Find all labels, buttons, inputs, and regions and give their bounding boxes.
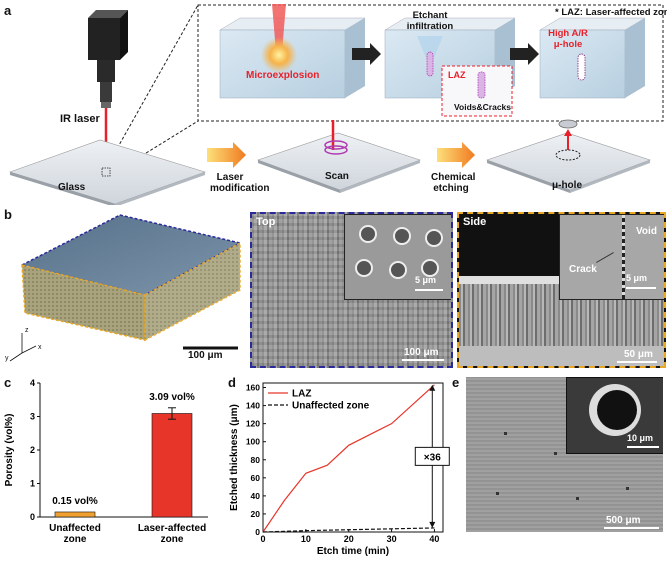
side-inset: 5 μm — [559, 214, 664, 300]
legend-label-2: Unaffected zone — [292, 401, 370, 412]
panel-label-a: a — [4, 3, 12, 18]
axis-x-label: x — [38, 344, 42, 351]
line-x-tick-label: 30 — [387, 534, 397, 544]
block-high-ar — [539, 17, 646, 99]
top-inset: 5 μm — [344, 214, 451, 300]
panel-b-3d-block — [9, 214, 243, 362]
line-y-tick-label: 20 — [251, 509, 261, 519]
panel-label-d: d — [228, 375, 236, 390]
line-series-1 — [262, 384, 435, 533]
panel-e-inset: 10 μm — [566, 377, 663, 454]
ir-laser-label: IR laser — [60, 113, 100, 125]
line-y-tick-label: 80 — [251, 455, 261, 465]
axis-z-label: z — [25, 327, 29, 334]
panel-label-c: c — [4, 375, 12, 390]
line-x-tick-label: 20 — [344, 534, 354, 544]
top-scale-label: 100 μm — [404, 347, 439, 358]
line-y-tick-label: 40 — [251, 491, 261, 501]
top-inset-scale: 5 μm — [415, 275, 437, 285]
bar-2 — [151, 413, 193, 518]
bar-y-tick-label: 4 — [30, 378, 35, 388]
arrow-laser-modification — [207, 142, 246, 168]
panel-e-inset-scale: 10 μm — [627, 433, 654, 443]
bar-value-label-2: 3.09 vol% — [149, 392, 195, 403]
line-x-tick-label: 10 — [301, 534, 311, 544]
top-sem-image: 5 μm Top 100 μm — [250, 212, 453, 368]
glass-plate-hole — [486, 132, 651, 193]
bar-value-label-1: 0.15 vol% — [52, 496, 98, 507]
laz-label: LAZ — [448, 70, 466, 80]
line-y-tick-label: 0 — [255, 527, 260, 537]
ir-laser-device — [88, 10, 128, 108]
scan-label: Scan — [325, 171, 349, 182]
line-y-tick-label: 120 — [246, 419, 260, 429]
bar-category-label: Laser-affected — [138, 523, 206, 534]
annotation-box — [414, 446, 450, 466]
laz-note: * LAZ: Laser-affected zone — [555, 7, 667, 18]
bar-category-label: zone — [161, 534, 184, 545]
bar-y-tick-label: 2 — [30, 445, 35, 455]
line-y-tick-label: 60 — [251, 473, 261, 483]
arrow-top-2 — [510, 43, 539, 65]
bar-category-label: zone — [64, 534, 87, 545]
side-sem-image: 5 μm Side Void Crack 50 μm — [457, 212, 666, 368]
line-series-2 — [262, 527, 435, 533]
void-label: Void — [636, 226, 657, 237]
axis-y-label: y — [5, 355, 9, 362]
panel-label-e: e — [452, 375, 460, 390]
panel-e-image: 10 μm 500 μm — [466, 377, 663, 532]
glass-label: Glass — [58, 182, 86, 193]
bar-category-label: Unaffected — [49, 523, 101, 534]
panel-label-b: b — [4, 207, 12, 222]
bar-y-tick-label: 3 — [30, 412, 35, 422]
line-x-tick-label: 40 — [429, 534, 439, 544]
microexplosion-label: Microexplosion — [246, 70, 320, 81]
side-inset-scale: 5 μm — [626, 273, 648, 283]
laz-inset-box — [441, 65, 513, 117]
glass-plate-scan — [257, 132, 421, 193]
panel-e-scale: 500 μm — [606, 515, 641, 526]
mu-hole-label: μ-hole — [552, 180, 583, 191]
bar-y-tick-label: 1 — [30, 479, 35, 489]
annotation-label: ×36 — [424, 452, 441, 463]
side-scale-label: 50 μm — [624, 349, 653, 360]
scale-3d-label: 100 μm — [188, 350, 223, 361]
bar-y-axis-label: Porosity (vol%) — [4, 414, 15, 487]
crack-label: Crack — [569, 264, 597, 275]
line-x-tick-label: 0 — [260, 534, 265, 544]
line-y-tick-label: 160 — [246, 383, 260, 393]
line-y-tick-label: 140 — [246, 401, 260, 411]
glass-plate-main — [9, 139, 206, 205]
panel-a-schematic — [9, 4, 664, 205]
bar-1 — [54, 511, 96, 518]
arrow-top-1 — [352, 43, 381, 65]
side-label: Side — [463, 216, 487, 228]
arrow-chemical-etching — [437, 142, 475, 168]
bar-y-tick-label: 0 — [30, 512, 35, 522]
line-y-axis-label: Etched thickness (μm) — [229, 404, 240, 511]
zoom-box — [197, 4, 664, 122]
top-label: Top — [256, 216, 276, 228]
line-y-tick-label: 100 — [246, 437, 260, 447]
legend-label-1: LAZ — [292, 389, 311, 400]
line-x-axis-label: Etch time (min) — [317, 546, 389, 557]
voids-cracks-label: Voids&Cracks — [454, 102, 512, 112]
